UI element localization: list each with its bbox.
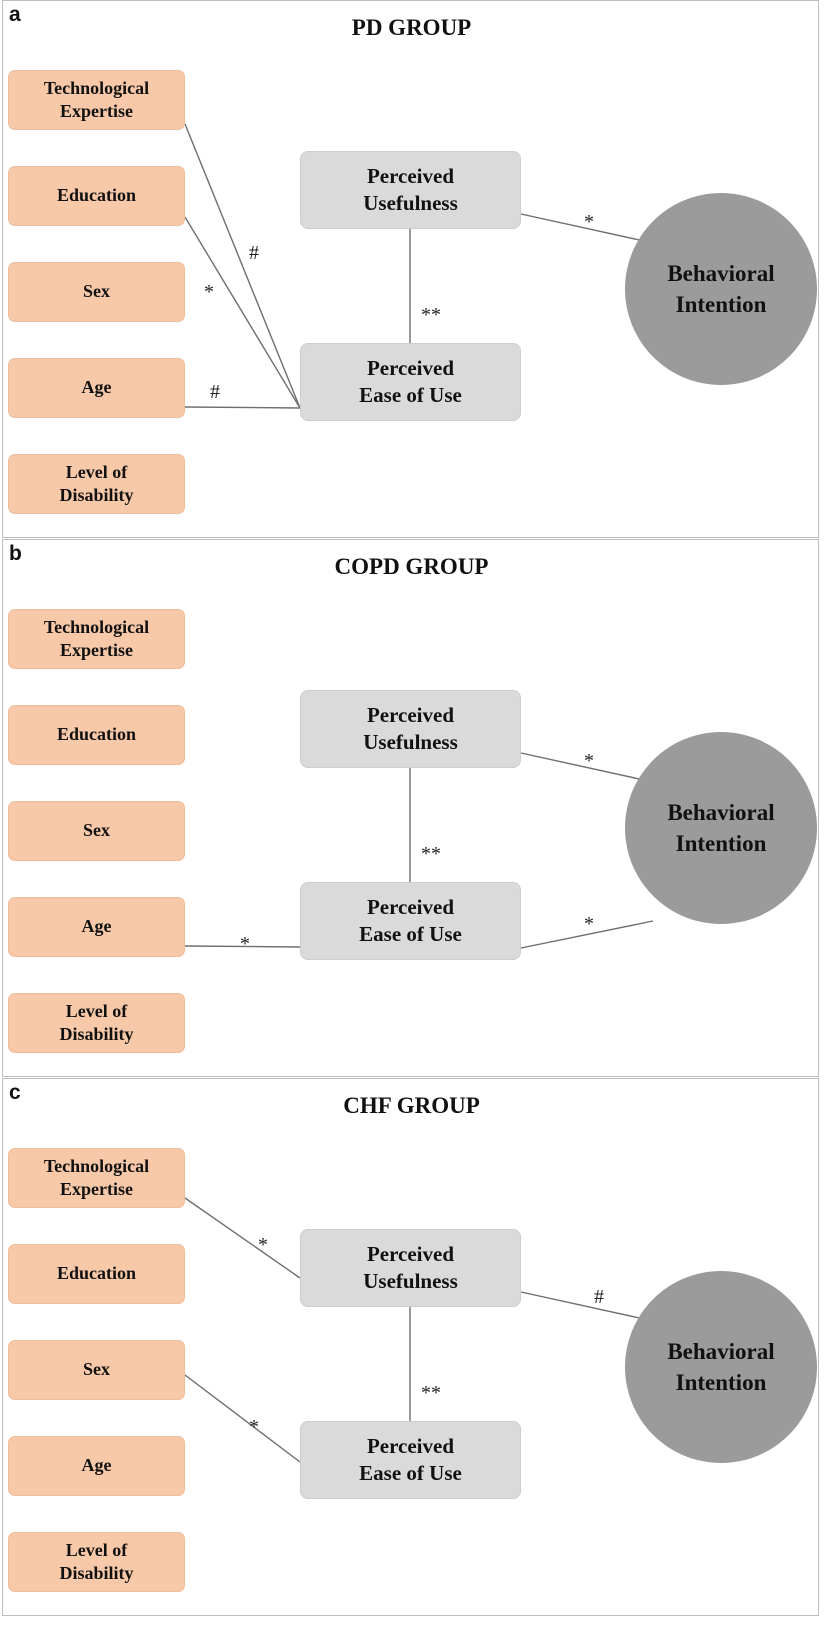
node-sex: Sex [8, 1340, 185, 1400]
panel-c-connectors [184, 1197, 654, 1463]
node-age: Age [8, 358, 185, 418]
path-label-education-peou: * [204, 281, 214, 303]
panel-title: PD GROUP [351, 15, 472, 40]
panel-title: COPD GROUP [334, 554, 489, 579]
panel-letter: c [9, 1081, 21, 1104]
path-label-age-peou: # [210, 381, 220, 403]
path-sex-to-peou [184, 1374, 301, 1463]
node-age: Age [8, 1436, 185, 1496]
path-pu-to-bi [520, 752, 654, 783]
path-pu-to-bi [520, 1291, 654, 1322]
node-education: Education [8, 166, 185, 226]
path-education-to-peou [184, 216, 301, 409]
path-age-to-peou [184, 406, 301, 409]
path-pu-to-bi [520, 213, 654, 244]
node-education: Education [8, 1244, 185, 1304]
panel-a-connectors [184, 123, 654, 409]
panel-b-connectors [184, 752, 654, 949]
node-age: Age [8, 897, 185, 957]
node-education: Education [8, 705, 185, 765]
path-label-sex-peou: * [249, 1416, 259, 1438]
path-label-tech-peou: # [249, 242, 259, 264]
path-label-peou-pu: ** [421, 843, 441, 865]
panel-title: CHF GROUP [343, 1093, 480, 1118]
panel-letter: b [9, 542, 22, 565]
path-label-peou-pu: ** [421, 304, 441, 326]
path-label-age-peou: * [240, 933, 250, 955]
path-label-peou-pu: ** [421, 1382, 441, 1404]
path-label-peou-bi: * [584, 913, 594, 935]
path-label-pu-bi: # [594, 1286, 604, 1308]
node-sex: Sex [8, 262, 185, 322]
path-age-to-peou [184, 945, 301, 948]
path-label-pu-bi: * [584, 211, 594, 233]
path-label-tech-pu: * [258, 1234, 268, 1256]
path-label-pu-bi: * [584, 750, 594, 772]
path-peou-to-bi [520, 920, 654, 949]
path-tech-to-peou [184, 123, 301, 409]
node-sex: Sex [8, 801, 185, 861]
panel-letter: a [9, 3, 21, 26]
path-tech-to-pu [184, 1197, 301, 1279]
